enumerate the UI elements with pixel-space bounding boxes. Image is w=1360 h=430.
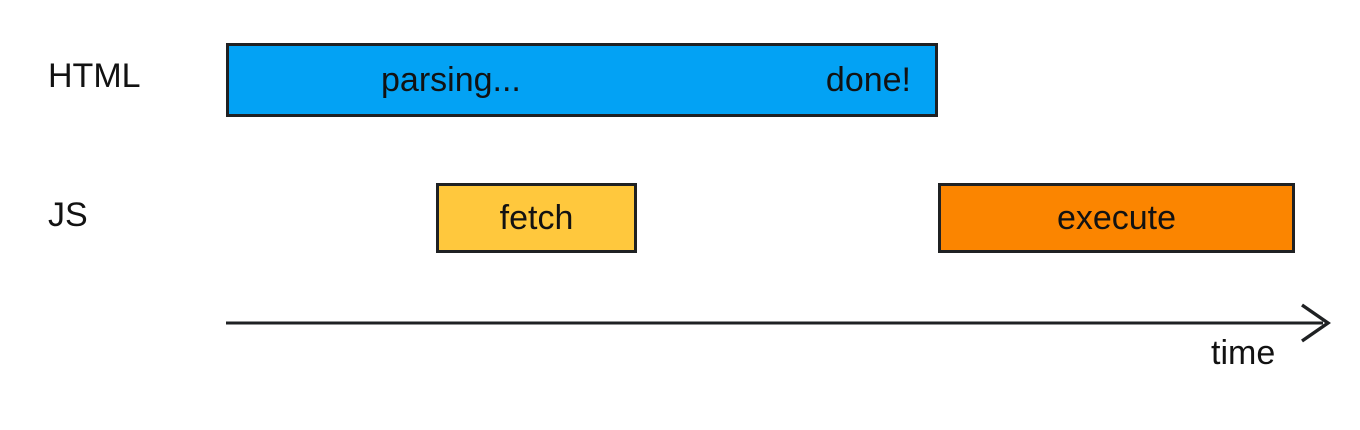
- js-fetch-bar: fetch: [436, 183, 637, 253]
- time-axis-label: time: [1211, 334, 1276, 372]
- parsing-done-label: done!: [825, 61, 911, 99]
- arrow-right-icon: [1301, 303, 1331, 343]
- execute-label: execute: [1056, 199, 1177, 237]
- html-row-label: HTML: [48, 57, 141, 95]
- js-execute-bar: execute: [938, 183, 1295, 253]
- js-row-label: JS: [48, 196, 88, 234]
- fetch-label: fetch: [499, 199, 574, 237]
- html-parsing-bar: parsing... done!: [226, 43, 938, 117]
- parsing-label: parsing...: [381, 61, 521, 99]
